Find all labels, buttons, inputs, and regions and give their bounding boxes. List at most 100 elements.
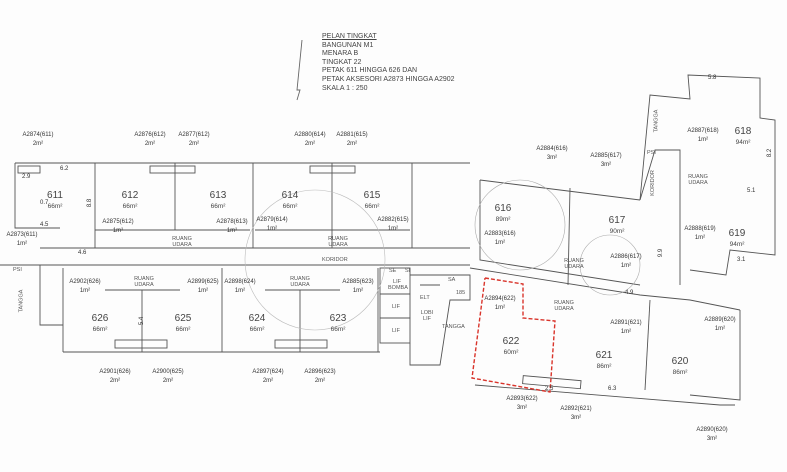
accessory-id: A2885(623)	[342, 279, 374, 285]
si-label: SI	[405, 268, 411, 274]
lif-label: LIF	[392, 328, 400, 334]
unit-622-boundary	[471, 277, 556, 393]
accessory: A2894(622)1m²	[484, 295, 515, 313]
accessory-id: A2886(617)	[610, 254, 642, 260]
unit-area: 66m²	[122, 203, 138, 210]
dimension: 4.6	[78, 250, 87, 256]
accessory: A2891(621)1m²	[610, 319, 641, 337]
accessory-area: 1m²	[16, 241, 28, 247]
accessory-id: A2879(614)	[256, 217, 288, 223]
ruang-udara-label: RUANG UDARA	[554, 300, 574, 312]
accessory-id: A2876(612)	[134, 132, 166, 138]
accessory-id: A2877(612)	[178, 132, 210, 138]
tangga-label: TANGGA	[18, 289, 25, 313]
unit-area: 89m²	[495, 216, 511, 223]
dimension: 8.8	[87, 198, 94, 208]
psi-label: PSI	[647, 150, 656, 156]
unit-number: 616	[494, 203, 512, 214]
accessory-area: 2m²	[144, 141, 156, 147]
unit-area: 86m²	[596, 363, 612, 370]
accessory-area: 1m²	[494, 240, 506, 246]
accessory-area: 1m²	[694, 235, 706, 241]
accessory-id: A2892(621)	[560, 406, 592, 412]
unit-number: 621	[595, 350, 613, 361]
accessory-area: 2m²	[109, 378, 121, 384]
unit-number: 614	[281, 190, 299, 201]
unit-number: 626	[91, 313, 109, 324]
title-line: MENARA B	[322, 50, 359, 58]
dimension: 5.1	[747, 188, 756, 194]
unit-area: 66m²	[282, 203, 298, 210]
title-line: PETAK AKSESORI A2873 HINGGA A2902	[322, 75, 455, 83]
accessory-id: A2888(619)	[684, 226, 716, 232]
title-line: SKALA 1 : 250	[322, 84, 368, 92]
dimension: 8.2	[767, 148, 774, 158]
sa-label: SA	[448, 277, 456, 283]
dimension: 0.7	[40, 200, 49, 206]
lif-label: LIF	[392, 304, 400, 310]
accessory: A2884(616)3m²	[536, 145, 567, 163]
dimension: 4.5	[40, 222, 49, 228]
koridor-label: KORIDOR	[322, 257, 348, 263]
dimension: 9.9	[658, 248, 665, 258]
title-line: TINGKAT 22	[322, 58, 362, 66]
accessory: A2890(620)3m²	[696, 426, 727, 444]
accessory: A2900(625) 2m²	[152, 368, 183, 386]
accessory: A2885(617)3m²	[590, 152, 621, 170]
dimension: 3.1	[737, 257, 746, 263]
accessory: A2878(613)1m²	[216, 218, 247, 236]
psi-label: PSI	[13, 267, 22, 273]
unit-number: 623	[329, 313, 347, 324]
accessory-area: 1m²	[714, 326, 726, 332]
accessory: A2889(620)1m²	[704, 316, 735, 334]
plan-heading: PELAN TINGKAT	[322, 33, 377, 40]
accessory: A2893(622)3m²	[506, 395, 537, 413]
accessory-area: 2m²	[346, 141, 358, 147]
tangga-label: TANGGA	[442, 324, 465, 330]
dimension: 5.8	[708, 75, 717, 81]
accessory-area: 1m²	[620, 263, 632, 269]
wall	[14, 163, 60, 229]
elt-label: ELT	[420, 295, 430, 301]
se-label: SE	[389, 268, 397, 274]
accessory: A2876(612) 2m²	[134, 131, 165, 149]
accessory-area: 3m²	[570, 415, 582, 421]
accessory-id: A2883(616)	[484, 231, 516, 237]
accessory-id: A2881(615)	[336, 132, 368, 138]
accessory: A2896(623)2m²	[304, 368, 335, 386]
accessory: A2875(612)1m²	[102, 218, 133, 236]
accessory-area: 3m²	[706, 436, 718, 442]
dimension: 6.3	[608, 386, 617, 392]
accessory-area: 3m²	[546, 155, 558, 161]
accessory: A2885(623)1m²	[342, 278, 373, 296]
accessory: A2877(612) 2m²	[178, 131, 209, 149]
accessory-id: A2897(624)	[252, 369, 284, 375]
koridor-label: KORIDOR	[649, 170, 656, 196]
accessory-id: A2894(622)	[484, 296, 516, 302]
accessory: A2883(616) 1m²	[484, 230, 515, 248]
accessory-id: A2900(625)	[152, 369, 184, 375]
accessory-id: A2891(621)	[610, 320, 642, 326]
tangga-label: TANGGA	[653, 109, 660, 133]
dimension: 2.9	[22, 174, 31, 180]
accessory-area: 2m²	[162, 378, 174, 384]
accessory: A2879(614)1m²	[256, 216, 287, 234]
north-arrow-icon	[296, 39, 303, 101]
unit-area: 90m²	[609, 228, 625, 235]
accessory-id: A2902(626)	[69, 279, 101, 285]
unit-number: 619	[728, 228, 746, 239]
dimension: 2.5	[545, 386, 554, 392]
accessory-id: A2901(626)	[99, 369, 131, 375]
unit-number: 611	[47, 190, 63, 201]
accessory: A2886(617) 1m²	[610, 253, 641, 271]
accessory-area: 2m²	[188, 141, 200, 147]
room-185-label: 185	[456, 290, 466, 296]
ruang-udara-label: RUANG UDARA	[134, 276, 154, 288]
accessory-id: A2896(623)	[304, 369, 336, 375]
